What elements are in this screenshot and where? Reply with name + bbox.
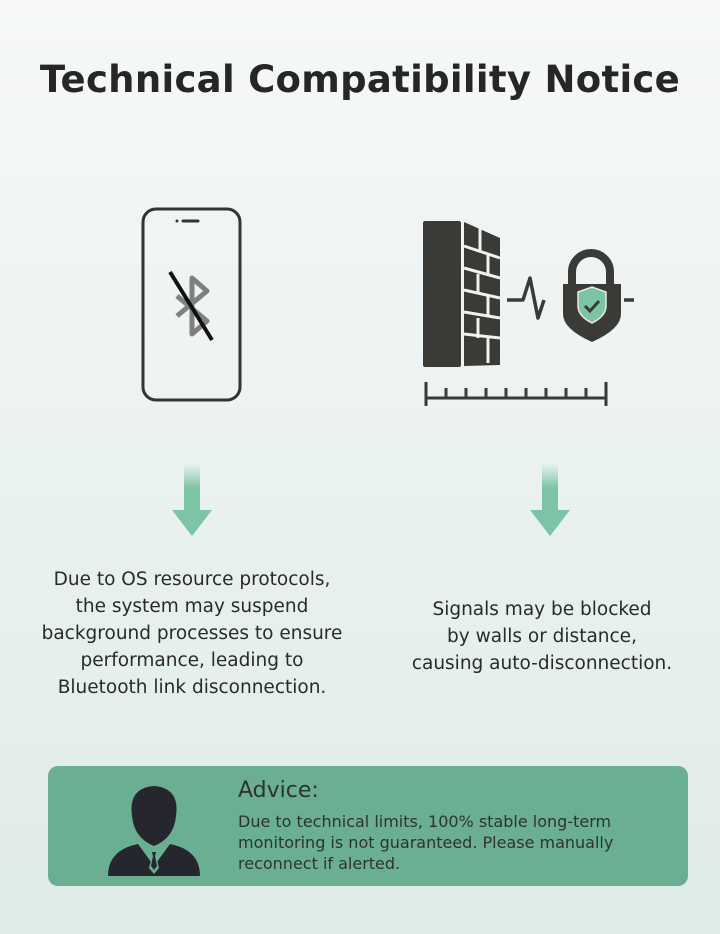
wall-signal-lock-icon [423,221,634,406]
advice-text: Due to technical limits, 100% stable lon… [238,811,678,874]
page-title: Technical Compatibility Notice [39,58,681,101]
os-suspend-description: Due to OS resource protocols, the system… [0,566,384,701]
text-line: Bluetooth link disconnection. [57,677,327,698]
arrow-down-icon [172,464,212,536]
text-line: by walls or distance, [447,626,637,647]
text-line: monitoring is not guaranteed. Please man… [238,833,614,852]
text-line: reconnect if alerted. [238,854,401,873]
arrow-down-icon [530,464,570,536]
phone-bluetooth-off-icon [141,207,242,402]
text-line: Signals may be blocked [432,599,652,620]
text-line: performance, leading to [80,650,304,671]
text-line: the system may suspend [75,596,309,617]
text-line: Due to OS resource protocols, [53,569,331,590]
text-line: causing auto-disconnection. [411,653,673,674]
text-line: background processes to ensure [41,623,343,644]
person-icon [108,786,200,876]
signal-blocked-description: Signals may be blocked by walls or dista… [362,596,720,677]
advice-box: Advice: Due to technical limits, 100% st… [48,766,688,886]
advice-title: Advice: [238,778,319,803]
text-line: Due to technical limits, 100% stable lon… [238,812,612,831]
